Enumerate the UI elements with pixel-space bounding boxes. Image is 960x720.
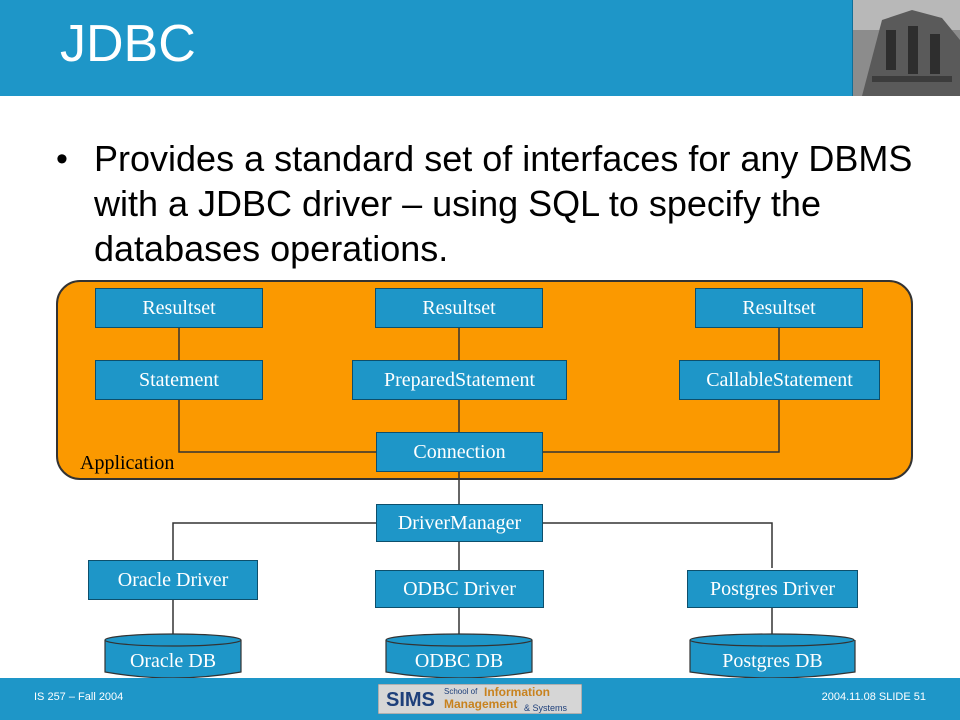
sims-logo: SIMS School of Information Management & … — [378, 684, 582, 714]
svg-text:SIMS: SIMS — [386, 689, 435, 711]
application-label: Application — [80, 452, 175, 474]
odbc-driver-box: ODBC Driver — [375, 570, 544, 608]
title-bar — [0, 0, 960, 96]
svg-text:& Systems: & Systems — [524, 703, 568, 713]
connection-box: Connection — [376, 432, 543, 472]
svg-text:Management: Management — [444, 697, 517, 711]
oracle-driver-box: Oracle Driver — [88, 560, 258, 600]
resultset-box-left: Resultset — [95, 288, 263, 328]
postgres-driver-box: Postgres Driver — [687, 570, 858, 608]
driver-manager-box: DriverManager — [376, 504, 543, 542]
odbc-db-label: ODBC DB — [414, 649, 504, 672]
statement-box: Statement — [95, 360, 263, 400]
prepared-statement-box: PreparedStatement — [352, 360, 567, 400]
svg-text:Information: Information — [484, 685, 550, 699]
postgres-db-label: Postgres DB — [722, 649, 823, 672]
footer-course: IS 257 – Fall 2004 — [34, 691, 124, 703]
bullet-dot-icon: • — [56, 140, 68, 178]
footer-slide-number: 2004.11.08 SLIDE 51 — [821, 691, 926, 703]
svg-text:School of: School of — [444, 687, 478, 696]
oracle-db-label: Oracle DB — [129, 649, 217, 672]
resultset-box-middle: Resultset — [375, 288, 543, 328]
building-photo — [852, 0, 960, 96]
resultset-box-right: Resultset — [695, 288, 863, 328]
callable-statement-box: CallableStatement — [679, 360, 880, 400]
slide-title: JDBC — [60, 15, 196, 73]
bullet-text: Provides a standard set of interfaces fo… — [94, 138, 913, 269]
